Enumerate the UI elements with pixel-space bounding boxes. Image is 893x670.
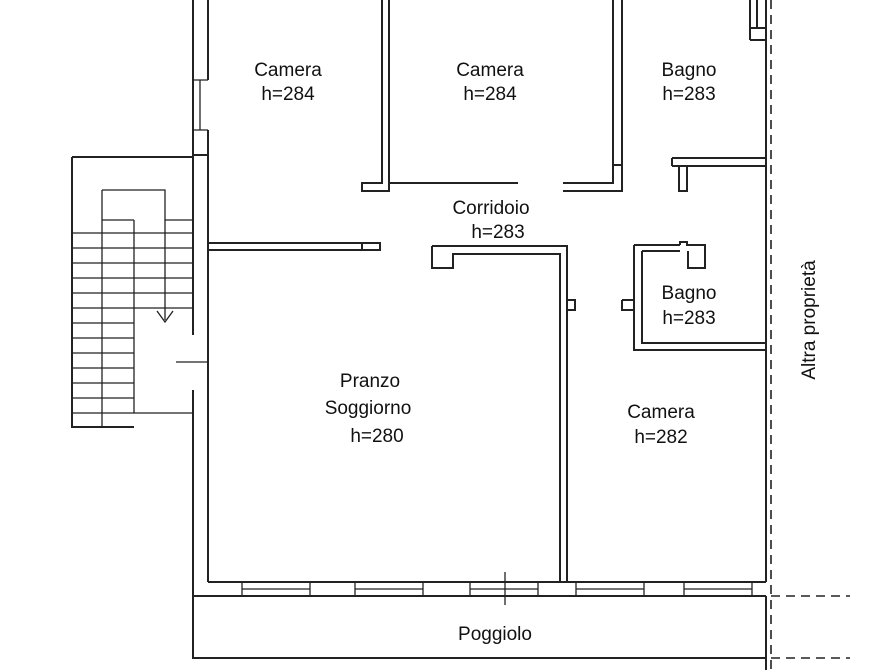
property-boundary: [770, 0, 850, 670]
bagno-2-walls: [621, 241, 766, 351]
soggiorno-label: Soggiorno: [325, 398, 412, 419]
bagno-1-name: Bagno: [662, 60, 717, 81]
camera-1-height: h=284: [261, 84, 315, 105]
corridor-walls: [208, 242, 576, 582]
bagno-2-name: Bagno: [662, 283, 717, 304]
camera-3-name: Camera: [627, 402, 695, 423]
left-window: [193, 79, 208, 131]
camera-partition-walls: [361, 0, 623, 192]
bagno-1-height: h=283: [662, 84, 715, 105]
camera-2-height: h=284: [463, 84, 517, 105]
corridoio-name: Corridoio: [452, 198, 529, 219]
camera-2-name: Camera: [456, 60, 524, 81]
camera-1-name: Camera: [254, 60, 322, 81]
balcony-outline: [192, 596, 766, 659]
bagno-2-height: h=283: [662, 308, 715, 329]
pranzo-soggiorno-height: h=280: [350, 426, 403, 447]
outer-walls: [192, 0, 767, 670]
camera-3-height: h=282: [634, 427, 687, 448]
staircase: [71, 156, 208, 428]
corridoio-height: h=283: [471, 222, 524, 243]
pranzo-label: Pranzo: [340, 371, 400, 392]
bagno-1-walls: [671, 0, 766, 192]
south-windows: [241, 572, 753, 605]
poggiolo-label: Poggiolo: [458, 624, 532, 645]
altra-proprieta-label: Altra proprietà: [799, 260, 820, 380]
